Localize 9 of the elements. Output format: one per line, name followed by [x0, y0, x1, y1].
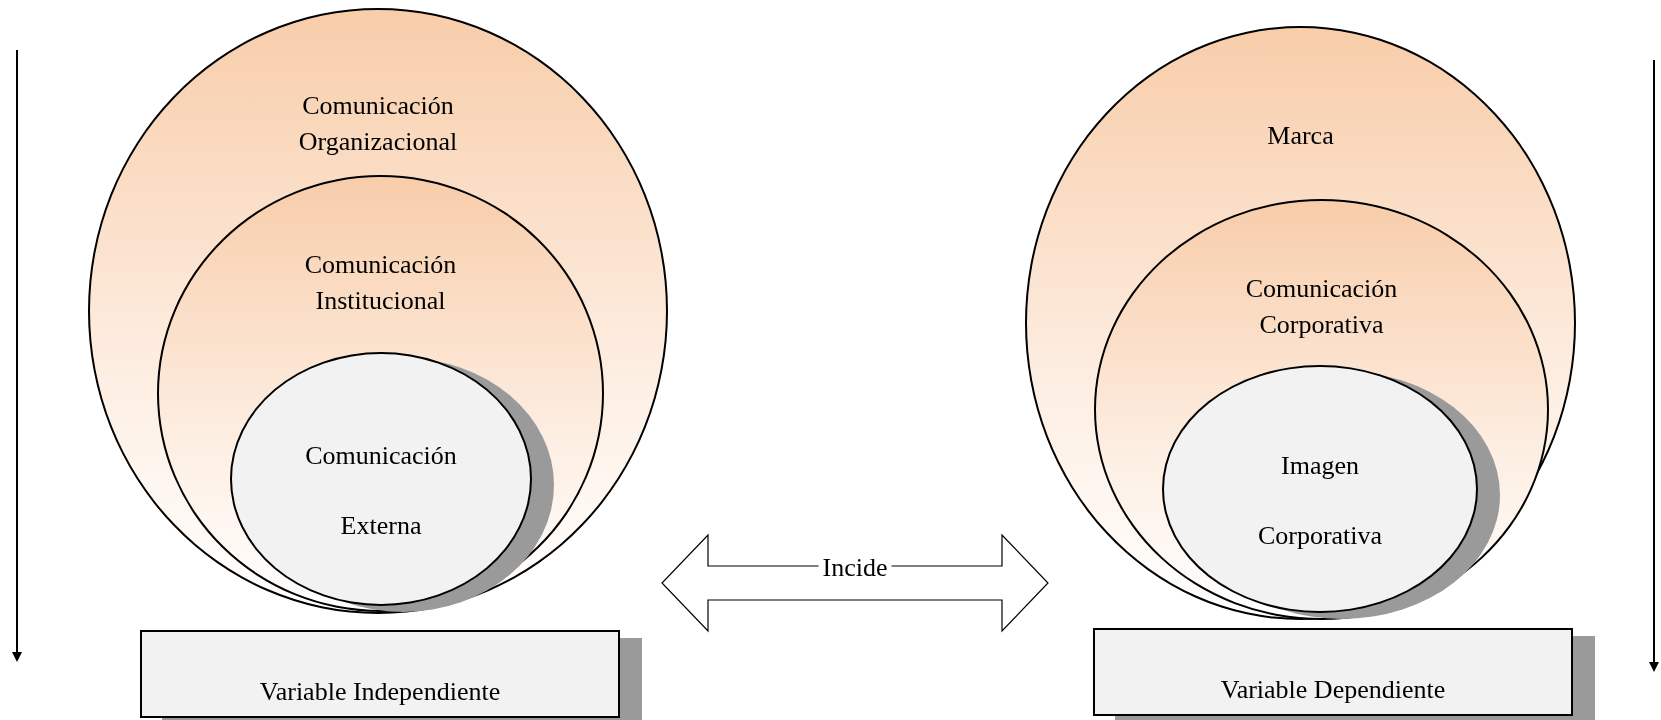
node-label: Comunicación Organizacional — [297, 90, 459, 158]
node-label: Comunicación Institucional — [303, 249, 458, 317]
node-label: Comunicación Corporativa — [1244, 273, 1399, 341]
node-label: Variable Independiente — [258, 676, 502, 708]
node-label: Marca — [1266, 120, 1335, 152]
node-label: Variable Dependiente — [1219, 674, 1447, 706]
node-label: Comunicación Externa — [304, 440, 458, 542]
node-label: Imagen Corporativa — [1256, 450, 1384, 552]
double-arrow — [661, 533, 1049, 633]
